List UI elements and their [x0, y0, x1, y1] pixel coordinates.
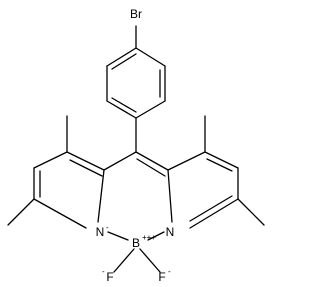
b-f-bond-left: [113, 248, 135, 273]
b-f-bond-right: [139, 248, 161, 273]
meso-left-bond: [103, 151, 137, 171]
meso-right-double-bond: [136, 158, 166, 177]
fluorine-left-charge: -: [102, 267, 105, 276]
methyl-bond: [7, 198, 35, 226]
ring-bond: [33, 198, 87, 229]
ring-double-bond: [111, 53, 137, 70]
ring-bond: [189, 198, 239, 229]
fluorine-right-label: F: [158, 270, 165, 284]
ring-bond: [204, 151, 239, 169]
ring-double-bond: [189, 195, 233, 222]
nitrogen-right-label: N: [166, 225, 175, 239]
bromine-label: Br: [130, 7, 142, 21]
n-b-bond-left: [107, 231, 129, 241]
bromophenyl-ring: [106, 25, 166, 119]
ring-bond: [167, 169, 173, 223]
ring-bond: [33, 151, 68, 169]
fluorine-right-charge: -: [168, 267, 171, 276]
ring-double-bond: [69, 159, 103, 177]
ring-double-bond: [206, 158, 233, 172]
ring-bond: [135, 47, 166, 67]
ring-double-bond: [111, 97, 137, 113]
nitrogen-left-charge: -: [106, 223, 109, 232]
left-pyrrole-ring: [7, 115, 105, 229]
fluorine-left-label: F: [106, 270, 113, 284]
nitrogen-left-label: N: [96, 225, 105, 239]
ring-bond: [66, 151, 105, 171]
ring-bond: [106, 100, 137, 119]
boron-label: B: [132, 236, 140, 250]
meso-right-bond: [135, 151, 169, 171]
methyl-bond: [237, 198, 265, 226]
right-pyrrole-ring: [167, 115, 265, 229]
structure-canvas: Br N - N B +++ - F F -: [7, 7, 265, 284]
ring-bond: [97, 169, 105, 223]
boron-charge: +++: [142, 233, 156, 242]
n-b-bond-right: [147, 231, 165, 241]
ring-bond: [106, 47, 137, 67]
ring-bond: [135, 100, 166, 119]
meso-carbon: [103, 117, 169, 177]
boron-center: [107, 231, 165, 273]
ring-bond: [167, 151, 206, 171]
molecule-drawing: Br N - N B +++ - F F -: [7, 7, 265, 284]
